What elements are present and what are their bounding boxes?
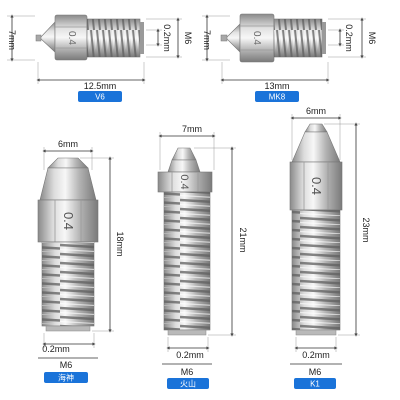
nozzle-mk8-thread-label: M6 (367, 32, 377, 45)
nozzle-mk8-name: MK8 (269, 93, 286, 102)
nozzle-haishen-name: 海神 (58, 373, 74, 383)
nozzle-volcano: 0.4 7mm 21mm 0.2mm M6 火山 (157, 124, 248, 389)
nozzle-k1-length-label: 23mm (361, 217, 371, 242)
nozzle-v6-marking: 0.4 (66, 31, 77, 45)
nozzle-v6-thread-label: M6 (183, 32, 193, 45)
nozzle-haishen-thread-label: M6 (60, 360, 73, 370)
nozzle-volcano-length-label: 21mm (238, 227, 248, 252)
nozzle-volcano-badge (167, 378, 209, 389)
nozzle-mk8-width-label: 13mm (264, 81, 289, 91)
nozzle-k1-width-label: 6mm (306, 106, 326, 116)
nozzle-k1-badge (294, 378, 336, 389)
nozzle-mk8: 0.4 7mm 0.2mm M6 13mm MK8 (202, 13, 377, 102)
nozzle-haishen-orifice-label: 0.2mm (42, 344, 70, 354)
nozzle-k1-orifice-label: 0.2mm (302, 350, 330, 360)
nozzle-v6: 0.4 7mm 0.2mm M6 12.5mm V6 (7, 14, 193, 102)
nozzle-v6-badge (78, 91, 122, 102)
nozzle-v6-length-label: 7mm (7, 30, 17, 50)
nozzle-k1: 0.4 6mm 23mm 0.2mm M6 K1 (289, 106, 371, 389)
nozzle-volcano-image: 0.4 (157, 147, 213, 336)
nozzle-mk8-length-label: 7mm (202, 30, 212, 50)
nozzle-mk8-orifice-label: 0.2mm (344, 24, 354, 52)
nozzle-haishen-width-label: 6mm (58, 139, 78, 149)
nozzle-k1-thread-label: M6 (309, 367, 322, 377)
nozzle-mk8-marking: 0.4 (251, 31, 262, 45)
nozzle-volcano-name: 火山 (180, 379, 196, 389)
nozzle-mk8-image: 0.4 (220, 13, 326, 63)
nozzle-mk8-badge (255, 91, 299, 102)
nozzle-haishen-badge (44, 372, 88, 383)
nozzle-v6-width-label: 12.5mm (84, 81, 117, 91)
nozzle-haishen: 0.4 6mm 18mm 0.2mm M6 海神 (37, 139, 125, 383)
nozzle-volcano-thread-label: M6 (181, 367, 194, 377)
nozzle-v6-image: 0.4 (35, 14, 144, 61)
nozzle-volcano-orifice-label: 0.2mm (176, 350, 204, 360)
nozzle-v6-name: V6 (95, 93, 105, 102)
nozzle-haishen-image: 0.4 (37, 157, 99, 332)
nozzle-v6-orifice-label: 0.2mm (162, 24, 172, 52)
nozzle-haishen-length-label: 18mm (115, 231, 125, 256)
nozzle-haishen-marking: 0.4 (61, 212, 76, 230)
nozzle-volcano-width-label: 7mm (182, 124, 202, 134)
nozzle-k1-marking: 0.4 (309, 177, 324, 195)
nozzle-volcano-marking: 0.4 (178, 174, 190, 189)
nozzle-k1-image: 0.4 (289, 123, 343, 336)
nozzle-k1-name: K1 (310, 380, 320, 389)
